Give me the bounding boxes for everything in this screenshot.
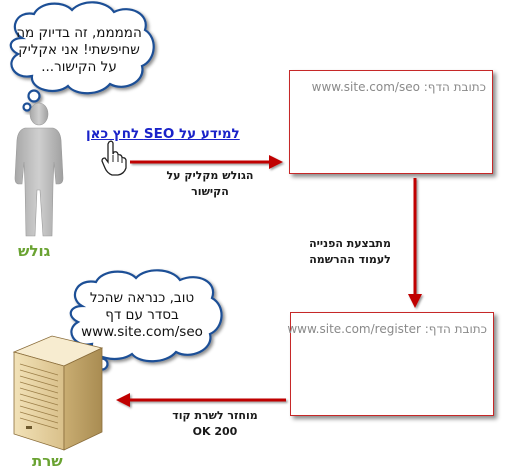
visitor-thought-line: על הקישור... [41,59,117,75]
visitor-thought-bubble [9,1,155,112]
click-caption-line: הקישור [191,185,229,198]
server-caption: מוחזר לשרת קוד OK 200 [160,408,270,440]
click-caption: הגולש מקליק על הקישור [150,168,270,200]
server-thought-text: טוב, כנראה שהכל בסדר עם דף www.site.com/… [72,290,212,341]
register-page-address: כתובת הדף: www.site.com/register [287,322,487,336]
click-caption-line: הגולש מקליק על [166,169,254,182]
visitor-thought-line: שחיפשתי! אני אקליק [18,42,140,58]
server-thought-line: בסדר עם דף [105,307,179,323]
visitor-thought-text: הממממ, זה בדיוק מה שחיפשתי! אני אקליק על… [14,25,144,76]
redirect-caption-line: מתבצעת הפנייה [309,237,391,250]
server-thought-line: טוב, כנראה שהכל [89,290,195,306]
visitor-person-icon [14,102,64,237]
seo-page-box: כתובת הדף: www.site.com/seo [289,70,493,174]
redirect-caption-line: לעמוד ההרשמה [309,253,391,266]
server-caption-line: OK 200 [192,425,238,438]
redirect-caption: מתבצעת הפנייה לעמוד ההרשמה [300,236,400,268]
seo-page-address: כתובת הדף: www.site.com/seo [311,80,486,94]
seo-info-link[interactable]: למידע על SEO לחץ כאן [86,126,240,142]
hand-cursor-icon [101,140,127,176]
server-label: שרת [32,452,63,470]
server-caption-line: מוחזר לשרת קוד [172,409,258,422]
server-thought-line: www.site.com/seo [81,324,203,340]
visitor-thought-line: הממממ, זה בדיוק מה [16,25,142,41]
register-page-box: כתובת הדף: www.site.com/register [287,312,494,416]
server-icon [12,335,104,451]
visitor-label: גולש [18,242,51,260]
